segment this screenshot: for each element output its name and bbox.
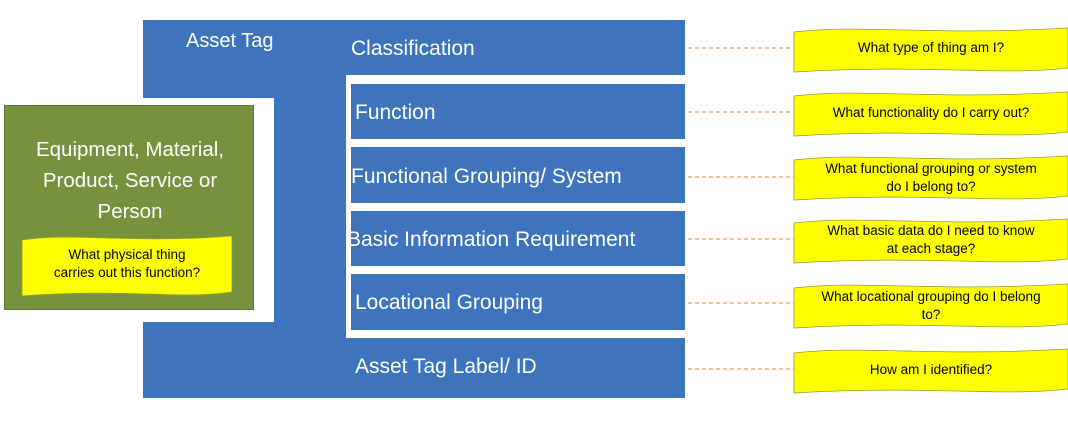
row-label-function: Function <box>355 101 436 124</box>
question-note-classification: What type of thing am I? <box>857 40 1005 55</box>
row-divider <box>274 330 685 338</box>
entity-box-title: Equipment, Material, Product, Service or… <box>35 138 224 223</box>
entity-question-note-shape <box>21 235 233 297</box>
row-label-basic-information: Basic Information Requirement <box>347 228 636 251</box>
row-divider <box>274 266 685 274</box>
row-label-classification: Classification <box>351 37 475 60</box>
question-note-basic-information: What basic data do I need to know at eac… <box>827 223 1035 256</box>
entity-question-note: What physical thing carries out this fun… <box>53 247 201 280</box>
row-divider <box>274 139 685 147</box>
question-note-shape <box>793 348 1068 394</box>
row-label-functional-grouping: Functional Grouping/ System <box>351 165 622 188</box>
spine-cut <box>346 75 351 338</box>
question-note-shape <box>793 91 1068 137</box>
asset-tag-title: Asset Tag <box>186 30 274 52</box>
question-note-shape <box>793 155 1068 201</box>
row-cell <box>351 274 685 330</box>
question-note-asset-tag-id: How am I identified? <box>869 362 993 377</box>
row-label-asset-tag-id: Asset Tag Label/ ID <box>355 355 537 378</box>
spine <box>274 75 346 338</box>
row-cell <box>351 84 685 139</box>
row-divider <box>274 203 685 211</box>
question-note-function: What functionality do I carry out? <box>832 105 1030 120</box>
row-divider <box>274 75 685 84</box>
row-cell <box>351 147 685 203</box>
question-note-locational-grouping: What locational grouping do I belong to? <box>821 289 1041 322</box>
question-note-shape <box>793 283 1068 329</box>
question-note-functional-grouping: What functional grouping or system do I … <box>825 161 1037 194</box>
row-cell <box>351 211 685 266</box>
row-label-locational-grouping: Locational Grouping <box>355 291 543 314</box>
question-note-shape <box>793 218 1068 264</box>
question-note-shape <box>793 27 1068 73</box>
